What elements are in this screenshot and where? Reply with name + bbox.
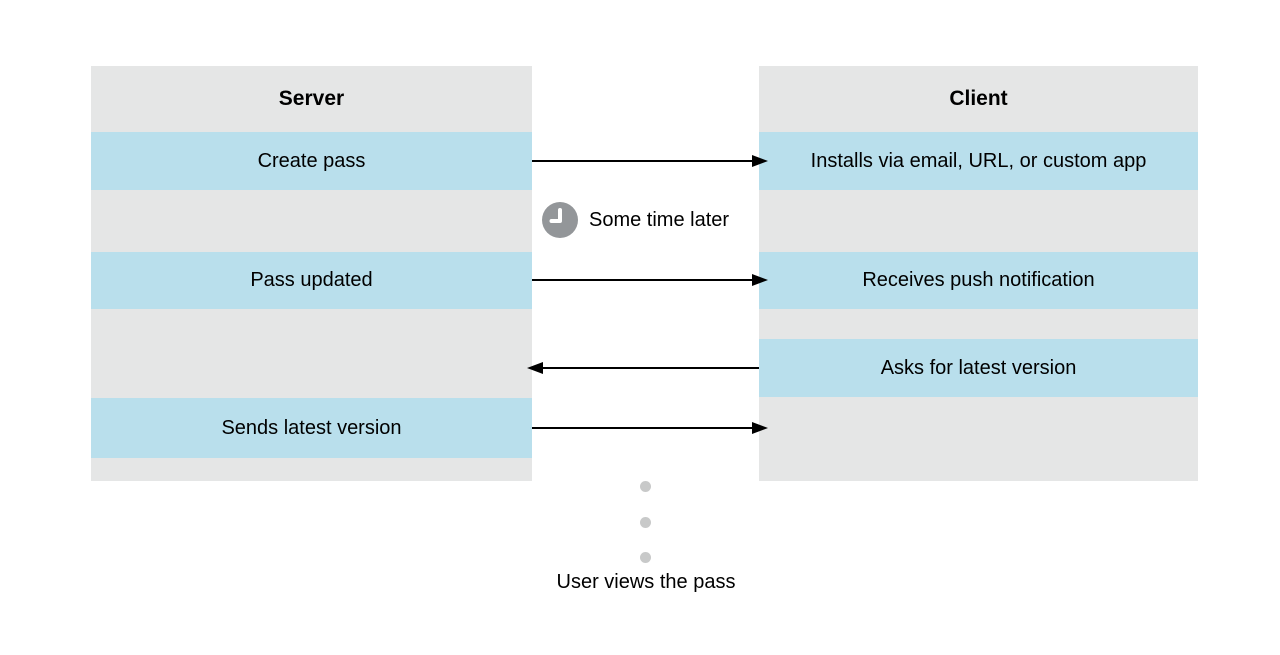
server-row-sends-latest-version: Sends latest version	[91, 398, 532, 458]
arrow-create-pass-to-installs	[532, 155, 768, 167]
arrow-shaft	[532, 279, 753, 281]
arrow-pass-updated-to-receives-push	[532, 274, 768, 286]
server-row-spacer	[91, 190, 532, 252]
arrowhead-right-icon	[752, 422, 768, 434]
client-row-installs: Installs via email, URL, or custom app	[759, 132, 1198, 190]
client-row-label: Installs via email, URL, or custom app	[810, 149, 1147, 172]
server-row-label: Create pass	[257, 149, 366, 172]
client-row-spacer	[759, 190, 1198, 252]
arrow-asks-latest-to-server	[527, 362, 759, 374]
server-row-label: Sends latest version	[221, 416, 402, 439]
arrowhead-right-icon	[752, 274, 768, 286]
arrow-shaft	[532, 427, 753, 429]
client-column: Client Installs via email, URL, or custo…	[759, 66, 1198, 481]
server-row-create-pass: Create pass	[91, 132, 532, 190]
client-row-asks-latest: Asks for latest version	[759, 339, 1198, 397]
arrow-sends-latest-to-client	[532, 422, 768, 434]
some-time-later-label: Some time later	[589, 208, 730, 231]
clock-icon	[542, 202, 578, 238]
server-row-spacer	[91, 458, 532, 481]
client-column-header: Client	[759, 66, 1198, 132]
server-title: Server	[278, 87, 345, 110]
client-row-label: Asks for latest version	[880, 356, 1077, 379]
arrow-shaft	[532, 160, 753, 162]
server-row-spacer	[91, 309, 532, 398]
arrow-shaft	[542, 367, 759, 369]
ellipsis-dot	[640, 481, 651, 492]
client-row-spacer	[759, 397, 1198, 481]
arrowhead-left-icon	[527, 362, 543, 374]
ellipsis-dot	[640, 552, 651, 563]
client-row-label: Receives push notification	[862, 269, 1095, 291]
arrowhead-right-icon	[752, 155, 768, 167]
server-column-header: Server	[91, 66, 532, 132]
client-row-spacer	[759, 309, 1198, 339]
server-row-label: Pass updated	[250, 269, 373, 291]
some-time-later-note: Some time later	[542, 202, 729, 238]
client-row-receives-push: Receives push notification	[759, 252, 1198, 309]
client-title: Client	[949, 87, 1008, 110]
server-column: Server Create pass Pass updated Sends la…	[91, 66, 532, 481]
server-row-pass-updated: Pass updated	[91, 252, 532, 309]
ellipsis-dot	[640, 517, 651, 528]
user-views-caption: User views the pass	[556, 571, 736, 593]
